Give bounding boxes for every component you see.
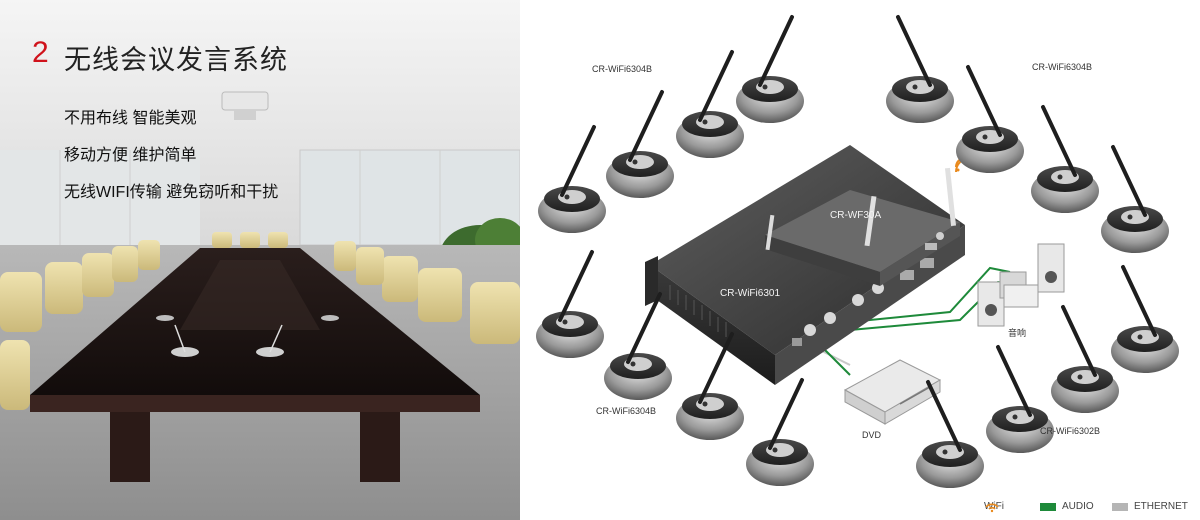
ethernet-swatch bbox=[1112, 502, 1128, 511]
feature-item: 移动方便 维护简单 bbox=[64, 147, 197, 164]
speaker-system bbox=[977, 243, 1065, 327]
feature-item: 无线WIFI传输 避免窃听和干扰 bbox=[64, 184, 279, 201]
microphone-unit bbox=[1031, 105, 1099, 213]
access-point-device bbox=[765, 167, 960, 286]
feature-item: 不用布线 智能美观 bbox=[64, 110, 197, 127]
microphone-unit bbox=[538, 125, 606, 233]
microphones bbox=[536, 15, 1179, 488]
headline-number: 2 bbox=[32, 36, 49, 69]
audio-swatch bbox=[1040, 502, 1056, 511]
diagram-graphics bbox=[536, 15, 1179, 488]
microphone-unit bbox=[916, 380, 984, 488]
processor-device bbox=[645, 145, 965, 385]
microphone-unit bbox=[536, 250, 604, 358]
conference-room-illustration bbox=[0, 0, 520, 520]
legend-wifi-label: WiFi bbox=[984, 501, 1004, 512]
microphone-unit bbox=[676, 332, 744, 440]
microphone-unit bbox=[676, 50, 744, 158]
microphone-unit bbox=[956, 65, 1024, 173]
legend-audio-label: AUDIO bbox=[1062, 501, 1094, 512]
speaker-label: 音响 bbox=[1008, 328, 1027, 338]
dvd-player bbox=[843, 359, 942, 425]
mic-group-label: CR-WiFi6304B bbox=[596, 406, 657, 416]
legend-wifi: WiFi bbox=[984, 501, 1004, 513]
microphone-unit bbox=[886, 15, 954, 123]
system-diagram: CR-WiFi6304B CR-WiFi6304B CR-WiFi6304B C… bbox=[520, 0, 1200, 520]
microphone-unit bbox=[1051, 305, 1119, 413]
microphone-unit bbox=[1111, 265, 1179, 373]
processor-label: CR-WiFi6301 bbox=[720, 288, 781, 299]
microphone-unit bbox=[746, 378, 814, 486]
headline-title: 无线会议发言系统 bbox=[64, 45, 288, 75]
microphone-unit bbox=[604, 292, 672, 400]
microphone-unit bbox=[736, 15, 804, 123]
mic-group-label: CR-WiFi6302B bbox=[1040, 426, 1101, 436]
access-point-label: CR-WF30A bbox=[830, 210, 882, 221]
dvd-label: DVD bbox=[862, 430, 882, 440]
legend-audio: AUDIO bbox=[1040, 501, 1094, 512]
wifi-icon bbox=[985, 503, 999, 513]
microphone-unit bbox=[986, 345, 1054, 453]
mic-group-label: CR-WiFi6304B bbox=[592, 64, 653, 74]
legend-ethernet-label: ETHERNET bbox=[1134, 501, 1188, 512]
conference-room-photo: 2 无线会议发言系统 不用布线 智能美观 移动方便 维护简单 无线WIFI传输 … bbox=[0, 0, 520, 520]
mic-group-label: CR-WiFi6304B bbox=[1032, 62, 1093, 72]
legend-ethernet: ETHERNET bbox=[1112, 501, 1188, 512]
microphone-unit bbox=[606, 90, 674, 198]
microphone-unit bbox=[1101, 145, 1169, 253]
